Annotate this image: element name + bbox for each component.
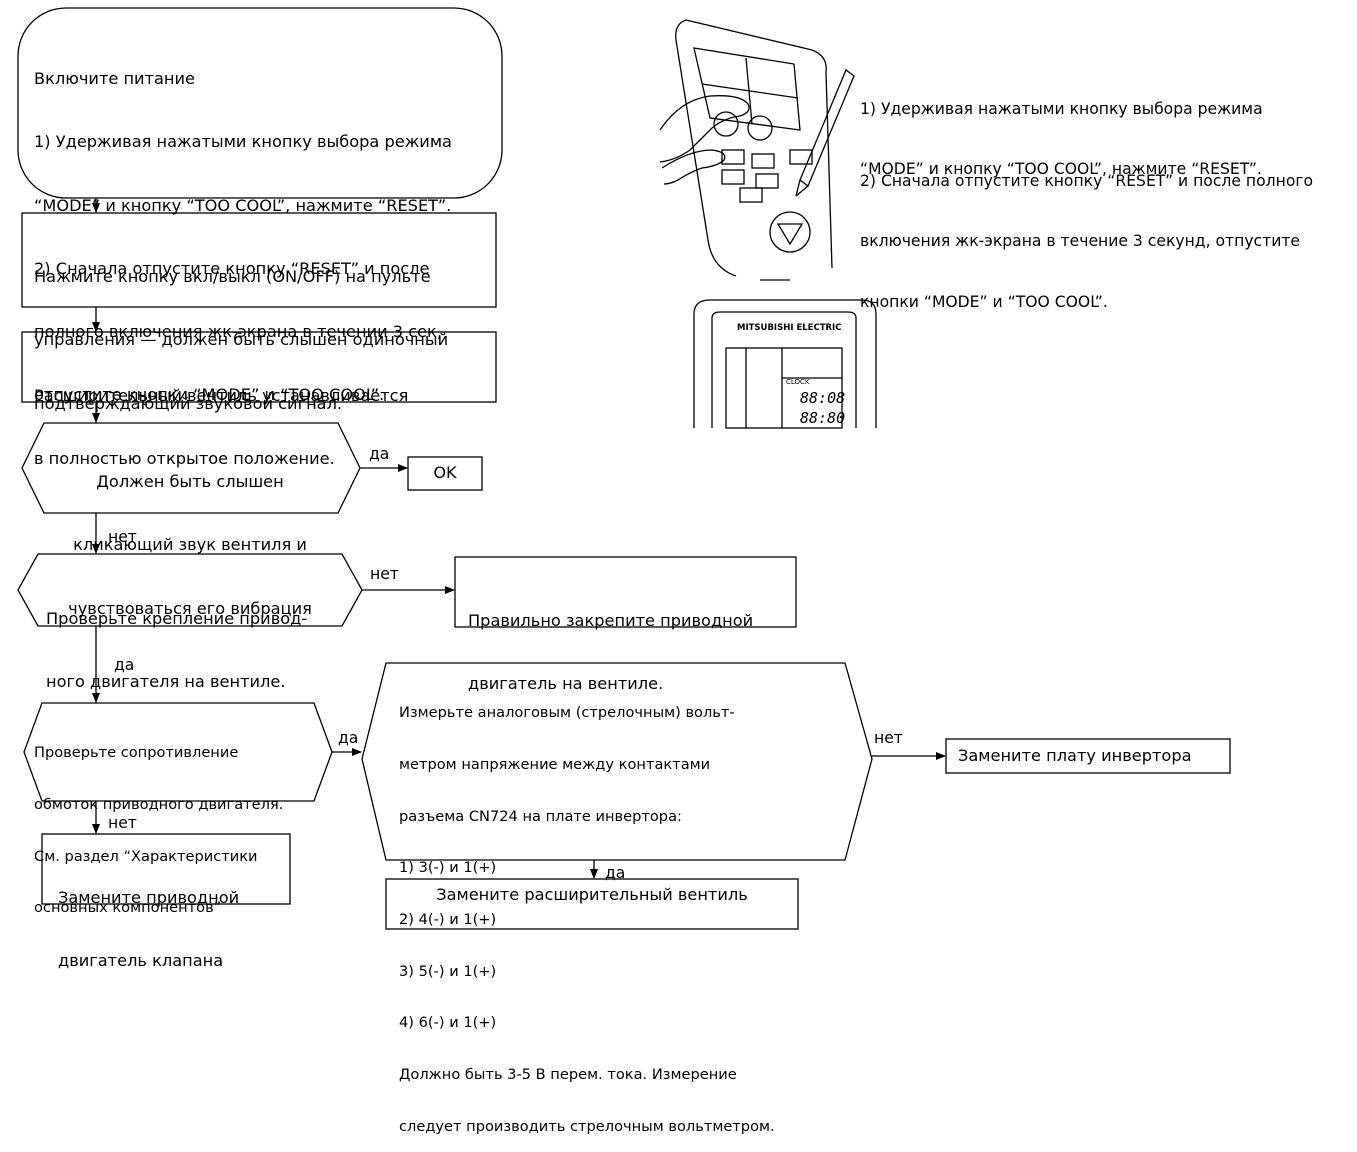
click-yes-label: да bbox=[369, 445, 390, 463]
replace-valve-shape bbox=[385, 878, 799, 930]
remote-hand-illustration bbox=[659, 19, 855, 281]
onoff-line-3: подтверждающий звуковой сигнал. bbox=[34, 393, 343, 413]
replace-valve-text: Замените расширительный вентиль bbox=[436, 885, 748, 904]
step-valve-open-shape bbox=[21, 331, 497, 403]
replace-motor-text: Замените приводной двигатель клапана bbox=[58, 845, 239, 992]
fix-mount-text: Правильно закрепите приводной двигатель … bbox=[468, 568, 753, 715]
remote-time-2: 88:80 bbox=[800, 409, 846, 427]
onoff-line-2: управления — должен быть слышен одиночны… bbox=[34, 330, 449, 350]
voltage-yes-label: да bbox=[605, 864, 626, 882]
voltage-no-label: нет bbox=[874, 729, 903, 747]
onoff-line-1: Нажмите кнопку вкл/выкл (ON/OFF) на пуль… bbox=[34, 267, 431, 287]
side-note-2: 2) Сначала отпустите кнопку “RESET” и по… bbox=[860, 130, 1313, 333]
decision-voltage-shape bbox=[361, 662, 873, 861]
replace-motor-shape bbox=[41, 833, 291, 905]
fix-mount-line-1: Правильно закрепите приводной bbox=[468, 611, 754, 631]
step-onoff-shape bbox=[21, 212, 497, 308]
voltage-line-4: 1) 3(-) и 1(+) bbox=[399, 859, 497, 877]
replace-motor-line-1: Замените приводной bbox=[58, 888, 240, 908]
mount-yes-label: да bbox=[114, 656, 135, 674]
fix-mount-line-2: двигатель на вентиле. bbox=[468, 674, 664, 694]
decision-click-shape bbox=[21, 422, 361, 514]
remote-brand-label: MITSUBISHI ELECTRIC bbox=[737, 323, 842, 333]
start-box-text: Включите питание 1) Удерживая нажатыми к… bbox=[34, 26, 452, 426]
start-line-1: Включите питание bbox=[34, 69, 195, 89]
note2-line-3: кнопки “MODE” и “TOO COOL”. bbox=[860, 293, 1108, 312]
click-line-3: чувствоваться его вибрация bbox=[68, 598, 312, 618]
click-line-2: кликающий звук вентиля и bbox=[73, 535, 307, 555]
replace-motor-line-2: двигатель клапана bbox=[58, 951, 224, 971]
resistance-line-2: обмоток приводного двигателя. bbox=[34, 796, 284, 814]
voltage-line-9: следует производить стрелочным вольтметр… bbox=[399, 1117, 775, 1135]
note1-line-1: 1) Удерживая нажатыми кнопку выбора режи… bbox=[860, 99, 1263, 118]
voltage-line-5: 2) 4(-) и 1(+) bbox=[399, 911, 497, 929]
remote-clock-label: CLOCK bbox=[786, 378, 810, 386]
decision-click-text: Должен быть слышен кликающий звук вентил… bbox=[30, 429, 350, 640]
decision-mount-text: Проверьте крепление привод- ного двигате… bbox=[46, 566, 307, 713]
voltage-line-8: Должно быть 3-5 В перем. тока. Измерение bbox=[399, 1066, 737, 1084]
replace-inverter-text: Замените плату инвертора bbox=[958, 746, 1192, 765]
replace-inverter-shape bbox=[945, 738, 1231, 774]
decision-resistance-text: Проверьте сопротивление обмоток приводно… bbox=[34, 710, 283, 934]
voltage-line-1: Измерьте аналоговым (стрелочным) вольт- bbox=[399, 704, 735, 722]
start-line-5: полного включения жк-экрана в течении 3 … bbox=[34, 321, 442, 341]
click-no-label: нет bbox=[108, 528, 137, 546]
step-valve-open-text: Расширительный вентиль устанавливается в… bbox=[34, 343, 408, 490]
resistance-line-1: Проверьте сопротивление bbox=[34, 744, 239, 762]
decision-mount-shape bbox=[17, 553, 363, 627]
mount-no-label: нет bbox=[370, 565, 399, 583]
ok-box-shape bbox=[407, 456, 483, 491]
resistance-yes-label: да bbox=[338, 729, 359, 747]
note2-line-2: включения жк-экрана в течение 3 секунд, … bbox=[860, 232, 1301, 251]
fix-mount-shape bbox=[454, 556, 797, 628]
start-line-6: отпустите кнопки “MODE” и “TOO COOL”. bbox=[34, 385, 385, 405]
voltage-line-2: метром напряжение между контактами bbox=[399, 756, 711, 774]
decision-resistance-shape bbox=[23, 702, 333, 802]
resistance-no-label: нет bbox=[108, 814, 137, 832]
note1-line-2: “MODE” и кнопку “TOO COOL”, нажмите “RES… bbox=[860, 160, 1262, 179]
start-box-shape bbox=[17, 7, 503, 199]
start-line-4: 2) Сначала отпустите кнопку “RESET” и по… bbox=[34, 258, 430, 278]
step-onoff-text: Нажмите кнопку вкл/выкл (ON/OFF) на пуль… bbox=[34, 224, 448, 435]
mount-line-2: ного двигателя на вентиле. bbox=[46, 672, 286, 692]
note2-line-1: 2) Сначала отпустите кнопку “RESET” и по… bbox=[860, 171, 1314, 190]
start-line-2: 1) Удерживая нажатыми кнопку выбора режи… bbox=[34, 132, 452, 152]
ok-box-text: OK bbox=[433, 463, 457, 482]
resistance-line-3: См. раздел “Характеристики bbox=[34, 847, 258, 865]
mount-line-1: Проверьте крепление привод- bbox=[46, 609, 308, 629]
flowchart-canvas bbox=[17, 7, 1231, 930]
side-note-1: 1) Удерживая нажатыми кнопку выбора режи… bbox=[860, 58, 1263, 200]
remote-display-illustration bbox=[693, 299, 877, 429]
start-line-3: “MODE” и кнопку “TOO COOL”, нажмите “RES… bbox=[34, 195, 452, 215]
valve-open-line-1: Расширительный вентиль устанавливается bbox=[34, 386, 409, 406]
voltage-line-3: разъема CN724 на плате инвертора: bbox=[399, 807, 682, 825]
remote-time-1: 88:08 bbox=[800, 389, 846, 407]
click-line-1: Должен быть слышен bbox=[96, 472, 284, 492]
voltage-line-7: 4) 6(-) и 1(+) bbox=[399, 1014, 497, 1032]
resistance-line-4: основных компонентов” bbox=[34, 899, 222, 917]
voltage-line-6: 3) 5(-) и 1(+) bbox=[399, 962, 497, 980]
decision-voltage-text: Измерьте аналоговым (стрелочным) вольт- … bbox=[399, 670, 775, 1152]
valve-open-line-2: в полностью открытое положение. bbox=[34, 449, 335, 469]
